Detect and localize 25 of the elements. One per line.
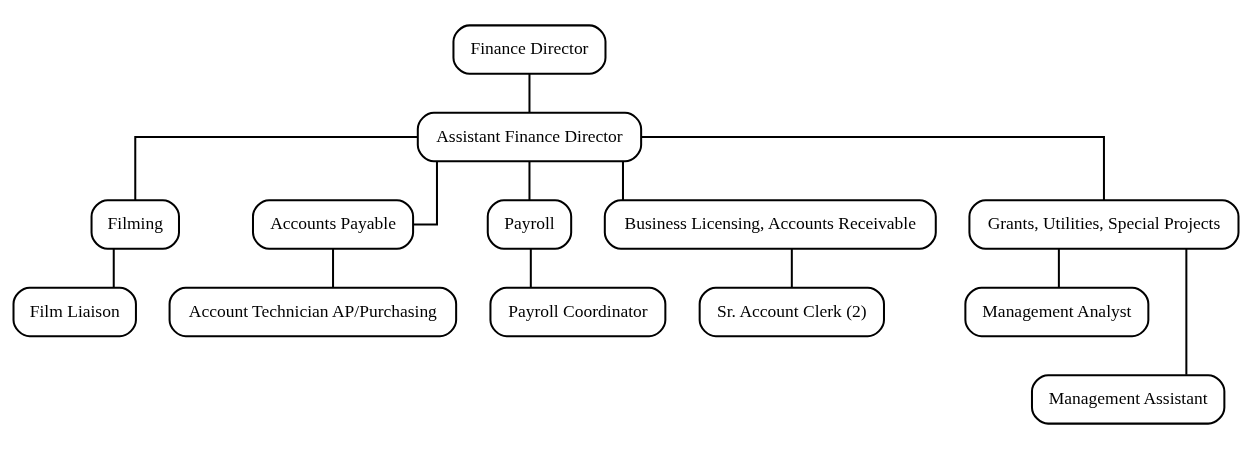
node-box: Filming: [90, 199, 180, 250]
connector: [332, 248, 335, 288]
node-box: Business Licensing, Accounts Receivable: [603, 199, 937, 250]
connector: [528, 73, 531, 113]
node-box: Accounts Payable: [252, 199, 415, 250]
node-box: Management Assistant: [1030, 374, 1226, 425]
node-box: Management Analyst: [964, 286, 1150, 338]
connector: [529, 248, 532, 288]
node-box: Grants, Utilities, Special Projects: [968, 199, 1240, 250]
connector: [528, 161, 531, 201]
node-box: Payroll: [486, 199, 573, 250]
node-box: Assistant Finance Director: [416, 111, 643, 163]
connector: [621, 161, 624, 201]
connector: [1057, 248, 1060, 288]
connector: [413, 161, 438, 226]
connector: [134, 136, 418, 201]
node-box: Sr. Account Clerk (2): [698, 286, 885, 338]
node-box: Payroll Coordinator: [489, 286, 667, 338]
node-box: Film Liaison: [12, 286, 137, 338]
connector: [790, 248, 793, 288]
connector: [112, 248, 115, 288]
node-box: Finance Director: [452, 24, 607, 75]
node-box: Account Technician AP/Purchasing: [168, 286, 458, 338]
connector: [641, 136, 1105, 201]
connector: [1185, 248, 1188, 375]
